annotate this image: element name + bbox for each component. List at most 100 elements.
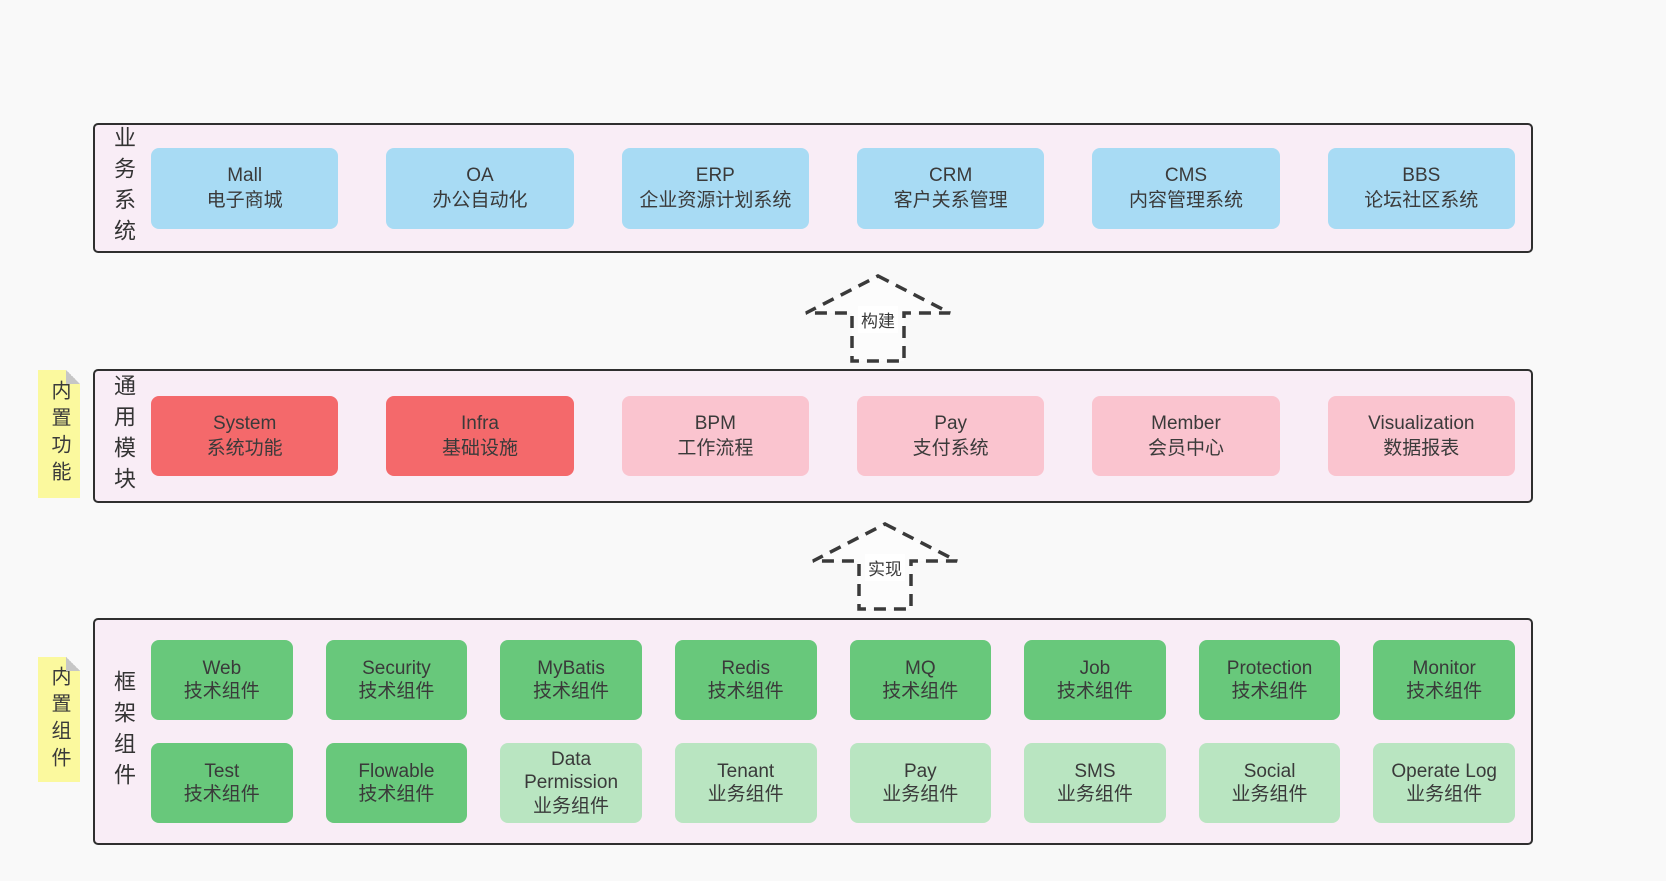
box-data-permission: Data Permission 业务组件 [500,743,642,823]
box-crm: CRM 客户关系管理 [856,147,1045,229]
box-subtitle: 业务组件 [1231,784,1308,805]
module-boxes: System 系统功能 Infra 基础设施 BPM 工作流程 Pay 支付系统… [151,371,1515,501]
box-operate-log: Operate Log 业务组件 [1373,743,1515,823]
box-pay-component: Pay 业务组件 [849,743,992,823]
sticky-note-built-in-features: 内置功能 [38,370,80,498]
layer-label-wrap: 通用模块 [95,371,151,501]
box-subtitle: 技术组件 [707,681,784,702]
box-title: Protection [1226,657,1313,679]
box-title: Security [362,657,431,679]
box-title: Monitor [1412,657,1476,679]
box-bpm: BPM 工作流程 [621,396,809,476]
box-tenant: Tenant 业务组件 [674,743,817,823]
box-title: BBS [1402,164,1441,186]
box-subtitle: 业务组件 [1406,784,1483,805]
box-title: SMS [1074,760,1116,782]
box-subtitle: 业务组件 [1056,784,1133,805]
box-title: Member [1151,412,1221,434]
build-arrow-label: 构建 [858,306,898,333]
sticky-note-text: 内置功能 [48,380,70,488]
box-subtitle: 基础设施 [441,438,518,459]
box-redis: Redis 技术组件 [674,640,817,720]
box-subtitle: 客户关系管理 [893,190,1008,211]
box-cms: CMS 内容管理系统 [1092,147,1280,229]
box-subtitle: 企业资源计划系统 [639,190,792,211]
box-title: Pay [903,760,937,782]
layer-framework-components: 框架组件 Web 技术组件 Security 技术组件 MyBatis 技术组件… [93,618,1533,845]
box-title: ERP [695,164,735,186]
sticky-note-built-in-components: 内置组件 [38,657,80,782]
component-row-2: Test 技术组件 Flowable 技术组件 Data Permission … [151,743,1515,823]
box-title: BPM [694,412,736,434]
box-subtitle: 技术组件 [882,681,959,702]
sticky-note-text: 内置组件 [48,665,70,774]
box-title: Infra [460,412,499,434]
box-title: Test [204,760,240,782]
box-pay-module: Pay 支付系统 [856,396,1045,476]
layer-label-wrap: 框架组件 [95,620,151,843]
layer-business-systems: 业务系统 Mall 电子商城 OA 办公自动化 ERP 企业资源计划系统 CRM… [93,123,1533,253]
box-subtitle: 数据报表 [1383,438,1460,459]
box-monitor: Monitor 技术组件 [1373,640,1515,720]
box-title: OA [466,164,494,186]
box-title: Pay [934,412,968,434]
layer-label-wrap: 业务系统 [95,125,151,251]
box-title: CRM [929,164,973,186]
implement-arrow-label: 实现 [865,554,905,581]
box-subtitle: 技术组件 [1406,681,1483,702]
box-subtitle: 技术组件 [1231,681,1308,702]
box-title: Data Permission [524,749,619,794]
box-subtitle: 技术组件 [533,681,610,702]
box-subtitle: 业务组件 [533,795,610,817]
box-mq: MQ 技术组件 [849,640,992,720]
box-title: Tenant [717,760,775,782]
box-system: System 系统功能 [151,396,339,476]
box-infra: Infra 基础设施 [386,396,574,476]
box-subtitle: 会员中心 [1147,438,1224,459]
box-subtitle: 办公自动化 [432,190,528,211]
box-title: System [212,412,277,434]
box-title: MQ [905,657,936,679]
box-subtitle: 业务组件 [882,784,959,805]
box-subtitle: 技术组件 [183,784,260,805]
box-protection: Protection 技术组件 [1198,640,1341,720]
box-sms: SMS 业务组件 [1024,743,1166,823]
box-subtitle: 内容管理系统 [1128,190,1243,211]
box-subtitle: 电子商城 [206,190,283,211]
box-subtitle: 技术组件 [358,784,435,805]
box-title: Mall [227,164,263,186]
box-subtitle: 技术组件 [358,681,435,702]
box-mall: Mall 电子商城 [151,147,339,229]
implement-arrow: 实现 [810,520,960,612]
layer-general-modules: 通用模块 System 系统功能 Infra 基础设施 BPM 工作流程 Pay… [93,369,1533,503]
box-bbs: BBS 论坛社区系统 [1327,147,1515,229]
box-subtitle: 论坛社区系统 [1364,190,1479,211]
box-job: Job 技术组件 [1024,640,1166,720]
box-erp: ERP 企业资源计划系统 [621,147,809,229]
box-title: Web [202,657,242,679]
build-arrow: 构建 [803,272,953,364]
box-subtitle: 技术组件 [183,681,260,702]
box-title: Social [1243,760,1296,782]
box-test: Test 技术组件 [151,743,293,823]
business-boxes: Mall 电子商城 OA 办公自动化 ERP 企业资源计划系统 CRM 客户关系… [151,125,1515,251]
box-subtitle: 系统功能 [206,438,283,459]
box-title: Redis [721,657,770,679]
box-title: CMS [1164,164,1208,186]
box-member: Member 会员中心 [1092,396,1280,476]
box-subtitle: 工作流程 [677,438,754,459]
component-rows: Web 技术组件 Security 技术组件 MyBatis 技术组件 Redi… [151,620,1515,843]
box-social: Social 业务组件 [1198,743,1341,823]
box-title: MyBatis [537,657,605,679]
box-flowable: Flowable 技术组件 [325,743,468,823]
box-web: Web 技术组件 [151,640,293,720]
box-security: Security 技术组件 [325,640,468,720]
box-subtitle: 技术组件 [1056,681,1133,702]
box-title: Operate Log [1391,760,1497,782]
box-title: Job [1079,657,1111,679]
layer-label-business: 业务系统 [111,126,136,250]
box-oa: OA 办公自动化 [386,147,574,229]
box-mybatis: MyBatis 技术组件 [500,640,642,720]
box-subtitle: 支付系统 [912,438,989,459]
layer-label-modules: 通用模块 [111,374,136,498]
